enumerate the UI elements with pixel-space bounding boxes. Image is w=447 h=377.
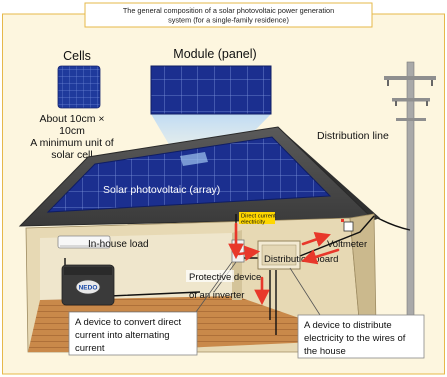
- meter-brand-logo: NEDO: [79, 285, 98, 292]
- single-solar-cell: [57, 65, 101, 109]
- protective-device-label-1: Protective device: [189, 272, 261, 283]
- dc-label-box: [239, 212, 275, 224]
- board-callout-box: [297, 314, 425, 359]
- inverter-callout-box: [68, 311, 198, 356]
- solar-array: [46, 136, 332, 213]
- module-heading: Module (panel): [173, 47, 256, 61]
- board-callout-line-1: A device to distribute: [304, 320, 392, 331]
- cells-heading: Cells: [63, 49, 91, 63]
- board-callout-line-3: the house: [304, 346, 346, 357]
- cells-desc-4: solar cell: [51, 149, 92, 161]
- inverter-callout-line-1: A device to convert direct: [75, 317, 181, 328]
- title-box: [84, 2, 373, 28]
- board-callout-leader: [289, 267, 321, 316]
- inverter-callout-line-3: current: [75, 343, 105, 354]
- title-line-2: system (for a single-family residence): [168, 16, 289, 25]
- array-label: Solar photovoltaic (array): [103, 184, 220, 196]
- arrow-to-board: [237, 245, 261, 262]
- dc-label-line-2: electricity: [241, 220, 265, 226]
- inverter-callout-leader: [195, 261, 233, 313]
- dc-label-line-1: Direct current: [241, 214, 276, 220]
- title-line-1: The general composition of a solar photo…: [123, 6, 334, 15]
- cells-desc-1: About 10cm ×: [39, 113, 104, 125]
- power-flow-arrows: [228, 222, 340, 306]
- air-conditioner: [57, 235, 111, 249]
- inverter-device: [231, 239, 245, 263]
- solar-module-panel: [150, 65, 272, 115]
- meter-appliance: [61, 264, 115, 306]
- board-callout-line-2: electricity to the wires of: [304, 333, 406, 344]
- voltmeter: [341, 219, 354, 232]
- arrow-to-grid: [301, 232, 331, 247]
- voltmeter-label: Voltmeter: [327, 239, 367, 250]
- distribution-line-label: Distribution line: [317, 130, 389, 142]
- in-house-load-label: In-house load: [88, 239, 149, 250]
- distribution-board-label: Distribution board: [264, 254, 338, 265]
- protective-device-label-box: [186, 270, 234, 282]
- arrow-from-grid: [301, 248, 340, 265]
- protective-device-label-2: of an inverter: [189, 290, 244, 301]
- inverter-callout-line-2: current into alternating: [75, 330, 170, 341]
- cells-desc-3: A minimum unit of: [30, 137, 114, 149]
- cells-desc-2: 10cm: [59, 125, 85, 137]
